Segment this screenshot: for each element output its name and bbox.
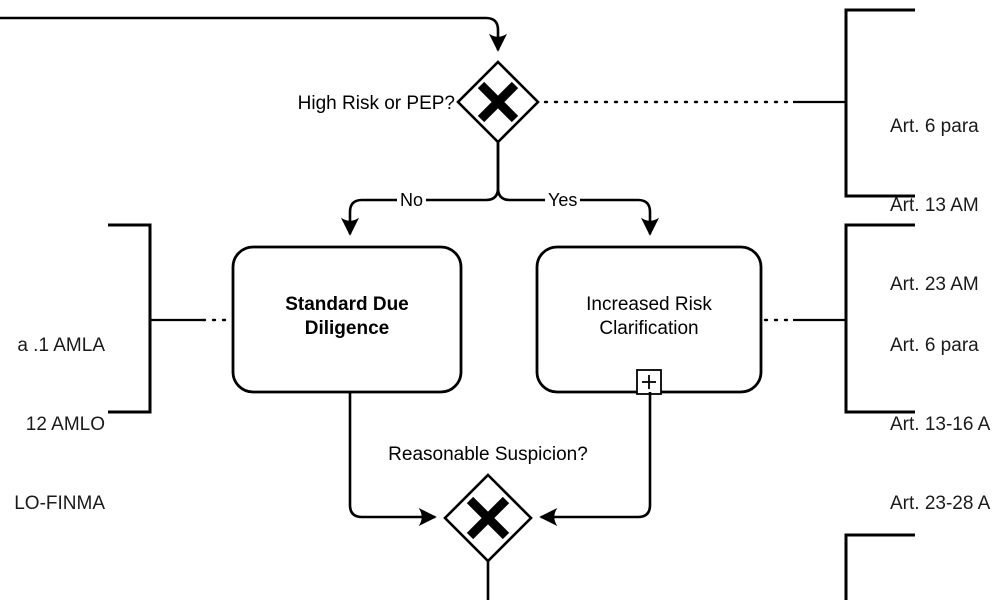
flow-increased-to-gateway2 [539,392,652,527]
annotation-line: Art. 6 para [890,116,979,138]
task-increased-risk-clarification-label: Increased Risk Clarification [586,294,712,340]
annotation-bracket-middle-left [108,223,152,414]
annotation-line: 12 AMLO [25,414,105,436]
annotation-bracket-bottom-right [844,533,915,600]
annotation-middle-right-text: Art. 6 para Art. 13-16 A Art. 23-28 A [890,281,990,569]
annotation-line: Art. 13 AM [890,195,979,217]
annotation-line: LO-FINMA [14,492,105,514]
gateway-reasonable-suspicion-label: Reasonable Suspicion? [388,444,588,465]
annotation-middle-left-text: a .1 AMLA 12 AMLO LO-FINMA [0,281,105,569]
plus-icon [642,375,656,389]
task-standard-due-diligence-shape[interactable] [231,245,463,394]
exclusive-x-icon-2 [466,496,510,540]
annotation-line: a .1 AMLA [17,335,105,357]
exclusive-x-icon-1 [477,81,519,123]
annotation-bottom-right-text: Art. 9 AML [890,575,979,600]
annotation-line: Art. 23 AM [890,273,979,295]
flow-standard-to-gateway2 [348,392,437,527]
flow-label-yes: Yes [545,190,581,211]
annotation-bracket-middle-right [844,223,915,414]
annotation-top-right-text: Art. 6 para Art. 13 AM Art. 23 AM [890,62,979,350]
flow-no-branch [340,142,500,236]
task-standard-due-diligence-label: Standard Due Diligence [285,294,409,340]
flow-incoming-top [0,16,508,52]
flow-label-no: No [397,190,427,211]
annotation-line: Art. 6 para [890,335,979,357]
gateway-high-risk-label: High Risk or PEP? [297,93,455,114]
annotation-line: Art. 13-16 A [890,414,991,436]
annotation-line: Art. 23-28 A [890,492,991,514]
annotation-bracket-top-right [844,8,915,198]
flow-yes-branch [496,142,660,236]
